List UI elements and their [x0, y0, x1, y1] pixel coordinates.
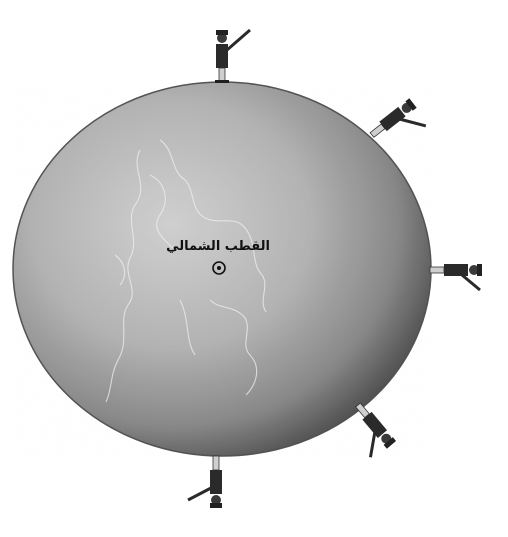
person-icon [188, 456, 222, 508]
earth-sphere [13, 82, 431, 456]
person-icon [430, 264, 482, 290]
person-bottom [188, 456, 222, 508]
person-right [430, 264, 482, 290]
person-icon [215, 30, 250, 83]
person-top [215, 30, 250, 83]
pole-label: القطب الشمالي [166, 239, 270, 254]
